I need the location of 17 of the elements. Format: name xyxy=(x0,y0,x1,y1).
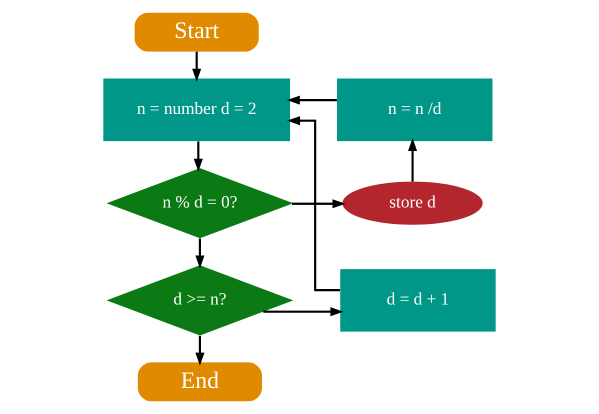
node-box: n = number d = 2 xyxy=(103,78,290,142)
arrow xyxy=(408,138,418,182)
node-box: End xyxy=(138,362,262,402)
node-ellipse: store d xyxy=(342,182,483,225)
arrow xyxy=(292,199,346,208)
node-box: d = d + 1 xyxy=(340,269,496,332)
node-diamond: d >= n? xyxy=(106,265,294,336)
node-box: Start xyxy=(134,12,259,52)
node-diamond: n % d = 0? xyxy=(106,168,294,238)
arrow xyxy=(195,238,204,268)
arrow xyxy=(195,336,204,366)
arrow xyxy=(287,116,340,292)
arrow xyxy=(192,52,202,82)
arrow xyxy=(286,96,337,105)
arrow xyxy=(194,141,203,172)
arrow xyxy=(263,307,344,316)
node-box: n = n /d xyxy=(337,78,492,142)
